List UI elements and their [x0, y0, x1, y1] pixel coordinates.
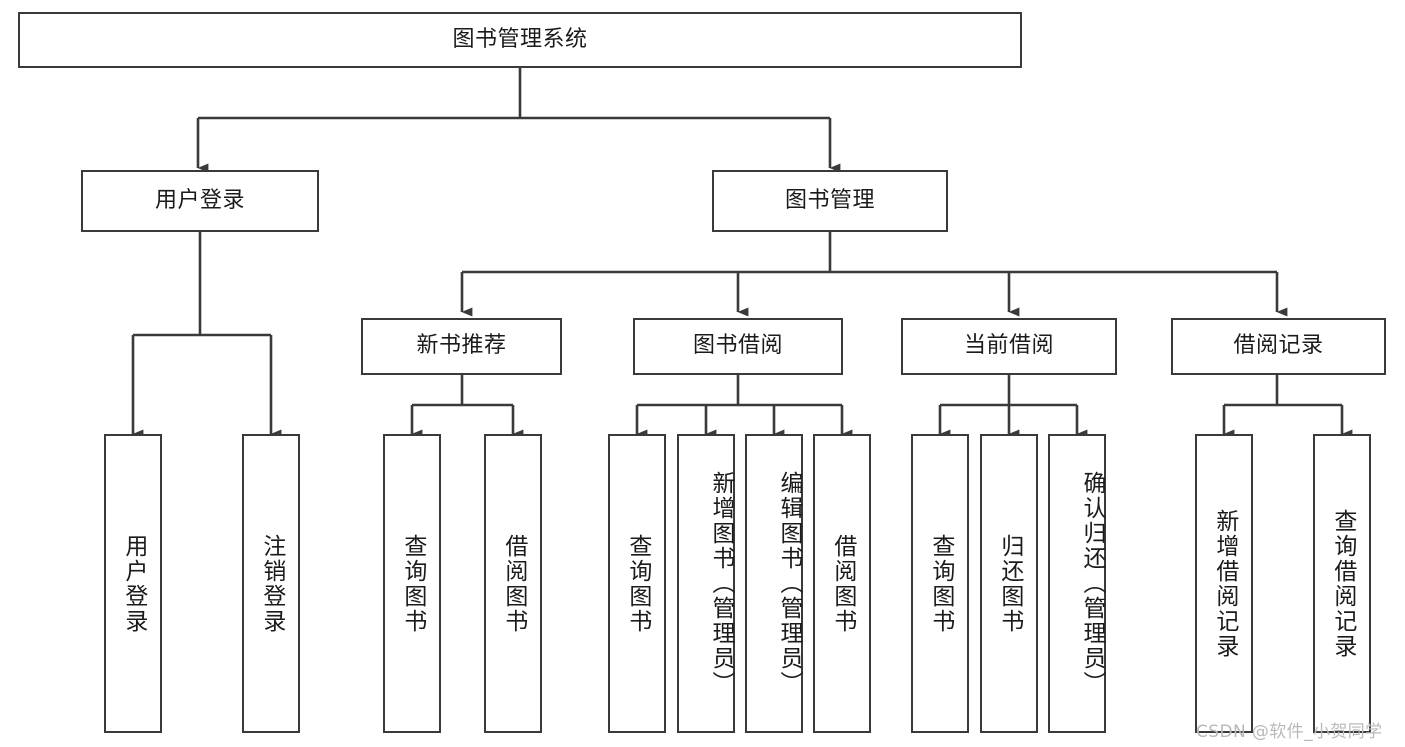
node-book-manage-label: 图书管理	[784, 187, 875, 213]
node-leaf-3[interactable]: 查询图书	[383, 434, 441, 733]
node-leaf-3-label: 查询图书	[399, 533, 426, 634]
node-leaf-1[interactable]: 用户登录	[104, 434, 162, 733]
node-root[interactable]: 图书管理系统	[18, 12, 1022, 68]
node-leaf-8[interactable]: 借阅图书	[813, 434, 871, 733]
node-leaf-4-label: 借阅图书	[500, 533, 527, 634]
node-user-login-label: 用户登录	[154, 187, 245, 213]
node-leaf-11[interactable]: 确认归还（管理员）	[1048, 434, 1106, 733]
node-leaf-5-label: 查询图书	[624, 533, 651, 634]
node-book-manage[interactable]: 图书管理	[712, 170, 948, 232]
node-current-borrow[interactable]: 当前借阅	[901, 318, 1117, 375]
node-leaf-12-label: 新增借阅记录	[1211, 508, 1238, 659]
node-leaf-5[interactable]: 查询图书	[608, 434, 666, 733]
node-new-book-rec-label: 新书推荐	[416, 333, 507, 359]
node-user-login[interactable]: 用户登录	[81, 170, 319, 232]
node-leaf-10[interactable]: 归还图书	[980, 434, 1038, 733]
node-current-borrow-label: 当前借阅	[963, 333, 1054, 359]
node-leaf-7-label: 编辑图书（管理员）	[776, 471, 802, 696]
node-leaf-12[interactable]: 新增借阅记录	[1195, 434, 1253, 733]
node-leaf-4[interactable]: 借阅图书	[484, 434, 542, 733]
node-leaf-13[interactable]: 查询借阅记录	[1313, 434, 1371, 733]
node-leaf-10-label: 归还图书	[996, 533, 1023, 634]
node-book-borrow[interactable]: 图书借阅	[633, 318, 843, 375]
node-leaf-6[interactable]: 新增图书（管理员）	[677, 434, 735, 733]
node-borrow-record[interactable]: 借阅记录	[1171, 318, 1386, 375]
node-leaf-2[interactable]: 注销登录	[242, 434, 300, 733]
node-borrow-record-label: 借阅记录	[1233, 333, 1324, 359]
node-leaf-9[interactable]: 查询图书	[911, 434, 969, 733]
node-leaf-6-label: 新增图书（管理员）	[708, 471, 734, 696]
csdn-watermark: CSDN @软件_小贺同学	[1196, 722, 1383, 742]
node-new-book-rec[interactable]: 新书推荐	[361, 318, 562, 375]
node-leaf-1-label: 用户登录	[120, 533, 147, 634]
node-leaf-9-label: 查询图书	[927, 533, 954, 634]
node-root-label: 图书管理系统	[452, 26, 588, 52]
node-leaf-2-label: 注销登录	[258, 533, 285, 634]
node-leaf-8-label: 借阅图书	[829, 533, 856, 634]
node-book-borrow-label: 图书借阅	[692, 333, 783, 359]
node-leaf-11-label: 确认归还（管理员）	[1079, 471, 1105, 696]
node-leaf-13-label: 查询借阅记录	[1329, 508, 1356, 659]
node-leaf-7[interactable]: 编辑图书（管理员）	[745, 434, 803, 733]
